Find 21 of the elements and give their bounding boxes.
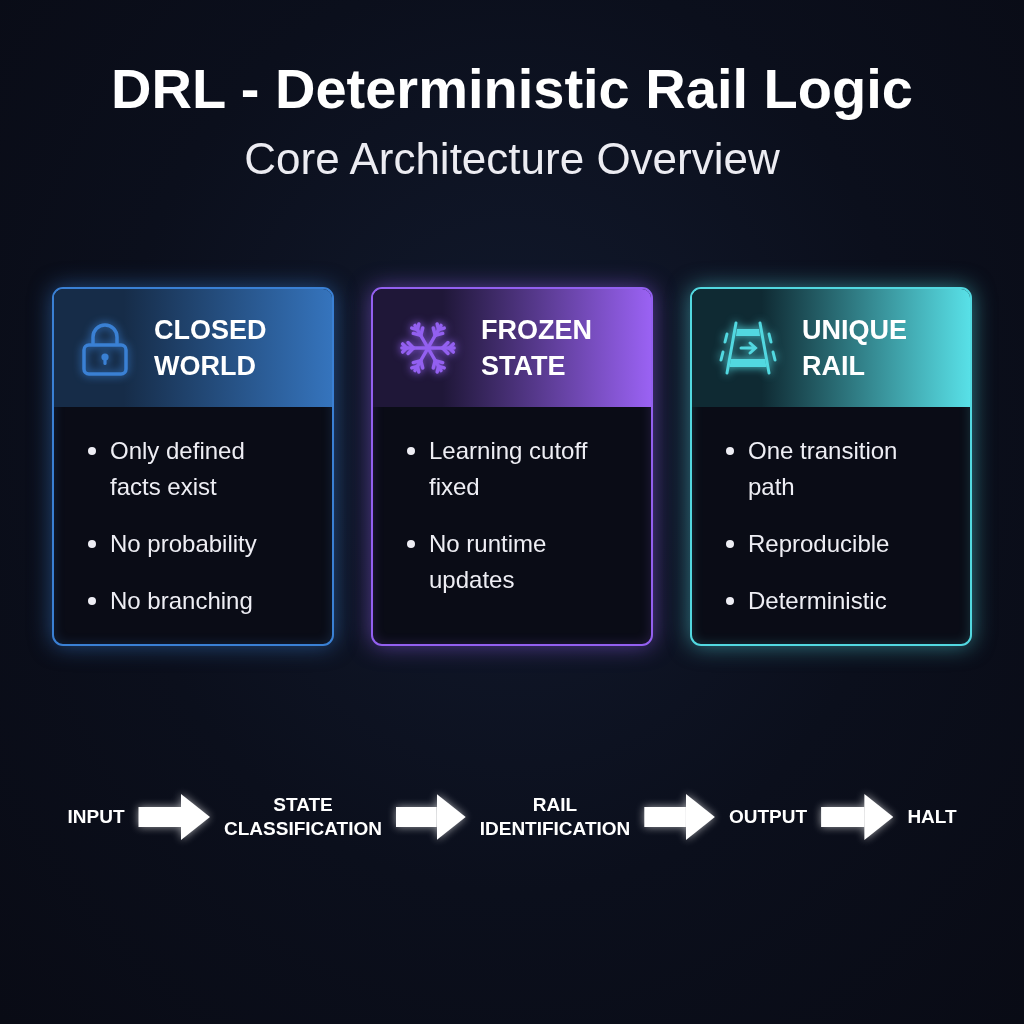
title: DRL - Deterministic Rail Logic: [111, 58, 913, 120]
step-label: OUTPUT: [714, 803, 822, 831]
card-heading: FROZEN STATE: [481, 314, 592, 383]
card-heading: CLOSED WORLD: [154, 314, 267, 383]
bullet-text: Only defined facts exist: [110, 436, 246, 502]
bullet-text: One transition path: [748, 436, 899, 502]
step-label: STATE CLASSIFICATION: [210, 791, 396, 843]
subtitle: Core Architecture Overview: [244, 134, 780, 184]
feature-card: [690, 287, 972, 646]
bullet-text: Reproducible: [748, 529, 890, 559]
bullet-text: No probability: [110, 529, 257, 559]
step-label: RAIL IDENTIFICATION: [465, 791, 645, 843]
bullet-text: No runtime updates: [429, 529, 548, 595]
step-label: HALT: [893, 803, 971, 831]
step-label: INPUT: [53, 803, 139, 831]
bullet-text: No branching: [110, 586, 253, 616]
bullet-text: Learning cutoff fixed: [429, 436, 589, 502]
card-heading: UNIQUE RAIL: [802, 314, 907, 383]
feature-card: [371, 287, 653, 646]
bullet-text: Deterministic: [748, 586, 887, 616]
feature-card: [52, 287, 334, 646]
